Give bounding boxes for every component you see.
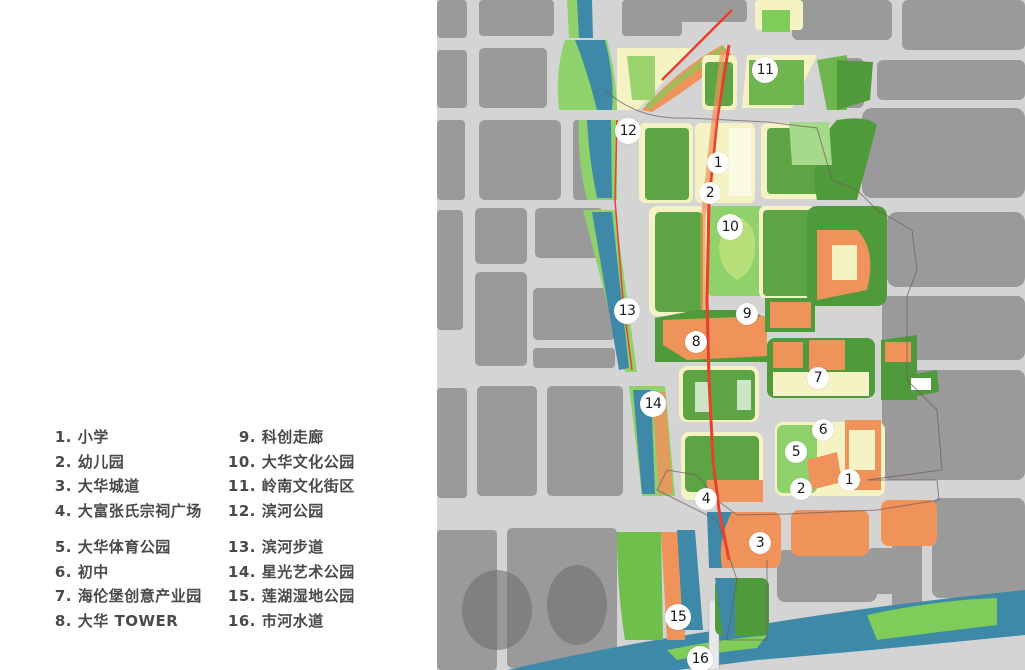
map-marker-14-starlight-park: 14	[640, 391, 666, 417]
site-plan-map: 1 2 10 11 12 13 9 8 7 14 6 5 1 2 4 3 15 …	[437, 0, 1025, 670]
map-marker-15-wetland-park: 15	[665, 604, 691, 630]
legend-item-2: 2. 幼儿园	[54, 452, 125, 471]
legend-item-12: 12. 滨河公园	[227, 501, 324, 520]
legend-column-left: 1. 小学 2. 幼儿园 3. 大华城道 4. 大富张氏宗祠广场 5. 大华体育…	[48, 425, 202, 633]
map-marker-11-lingnan-street: 11	[752, 57, 778, 83]
map-marker-9-innovation-corridor: 9	[736, 303, 758, 325]
legend-item-4: 4. 大富张氏宗祠广场	[54, 501, 202, 520]
legend-item-8: 8. 大华 TOWER	[54, 611, 179, 630]
map-marker-1-school-south: 1	[838, 469, 860, 491]
legend-item-15: 15. 莲湖湿地公园	[227, 587, 355, 605]
legend-item-6: 6. 初中	[54, 562, 109, 581]
map-marker-6-middle-school: 6	[812, 419, 834, 441]
legend-item-10: 10. 大华文化公园	[227, 452, 355, 471]
map-graphics	[437, 0, 1025, 670]
map-marker-1-school: 1	[707, 152, 729, 174]
legend-column-right: 9. 科创走廊 10. 大华文化公园 11. 岭南文化街区 12. 滨河公园 1…	[222, 425, 355, 633]
map-marker-8-dahua-tower: 8	[685, 331, 707, 353]
map-marker-12-riverside-park: 12	[615, 118, 641, 144]
map-marker-3-dahua-avenue: 3	[749, 532, 771, 554]
map-marker-13-riverside-walk: 13	[614, 298, 640, 324]
map-marker-5-sports-park: 5	[785, 441, 807, 463]
legend-item-14: 14. 星光艺术公园	[227, 562, 355, 581]
legend-item-9: 9. 科创走廊	[238, 428, 324, 446]
map-marker-10-culture-park: 10	[717, 214, 743, 240]
legend-item-16: 16. 市河水道	[227, 611, 324, 630]
legend-item-3: 3. 大华城道	[54, 477, 140, 495]
legend-item-5: 5. 大华体育公园	[54, 538, 171, 556]
map-marker-7-creative-park: 7	[807, 367, 829, 389]
legend-item-13: 13. 滨河步道	[227, 538, 324, 556]
legend-item-7: 7. 海伦堡创意产业园	[54, 587, 202, 605]
dark-tree-patches	[462, 565, 607, 650]
legend-panel: 1. 小学 2. 幼儿园 3. 大华城道 4. 大富张氏宗祠广场 5. 大华体育…	[0, 0, 437, 670]
aerial-blocks	[437, 0, 1025, 670]
legend-item-1: 1. 小学	[54, 428, 109, 446]
map-marker-2-kindergarten-south: 2	[790, 478, 812, 500]
innovation-corridor	[705, 44, 731, 561]
project-boundary	[604, 89, 943, 641]
legend-item-11: 11. 岭南文化街区	[227, 477, 355, 495]
map-marker-2-kindergarten: 2	[699, 182, 721, 204]
map-marker-4-ancestral-plaza: 4	[695, 488, 717, 510]
map-marker-16-city-waterway: 16	[687, 646, 713, 670]
